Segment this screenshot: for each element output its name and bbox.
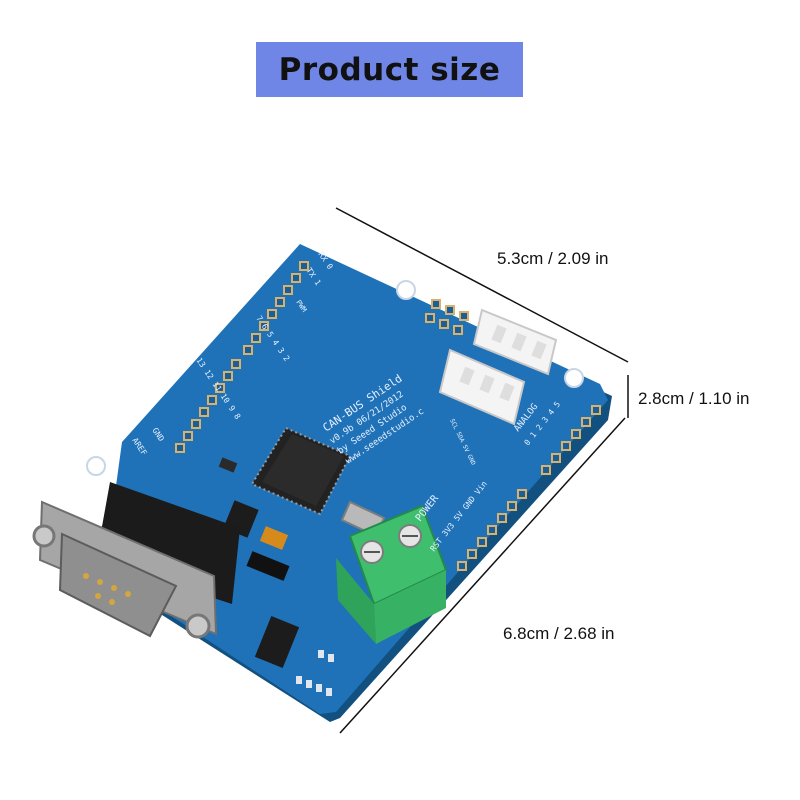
product-size-banner: Product size [256, 42, 523, 97]
grove-connector [438, 348, 526, 426]
digital-header-pads [175, 261, 309, 453]
smd-pad-cluster [296, 650, 334, 696]
icsp-header-pads [425, 299, 469, 335]
mounting-hole [564, 368, 584, 388]
db9-connector [32, 482, 240, 639]
mounting-hole [86, 456, 106, 476]
can-controller-chip [250, 426, 352, 516]
width-dimension-line [339, 417, 626, 734]
power-analog-header-pads [457, 405, 601, 571]
tantalum-capacitor [259, 526, 289, 550]
banner-title: Product size [278, 51, 501, 88]
grove-connector [472, 308, 558, 376]
length-dimension-label: 5.3cm / 2.09 in [497, 249, 609, 268]
length-dimension-line [335, 207, 629, 363]
power-screw-terminal [336, 504, 448, 644]
mounting-hole [396, 280, 416, 300]
width-dimension-label: 6.8cm / 2.68 in [503, 624, 615, 643]
height-dimension-label: 2.8cm / 1.10 in [638, 389, 750, 408]
smd-component [246, 551, 290, 581]
smd-component [218, 457, 238, 473]
slide-switch [254, 615, 300, 669]
